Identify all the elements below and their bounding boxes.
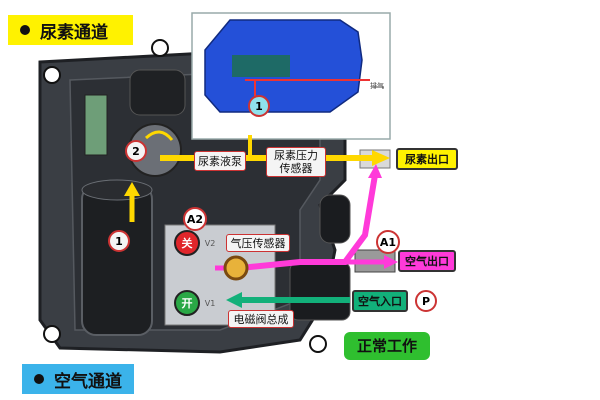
pipe-connector [319,194,351,244]
label-air-outlet: 空气出口 [398,250,456,272]
legend-bullet-icon [20,25,30,35]
inset-exhaust-tag: 排气 [370,81,384,90]
valve-v1-on-icon: 开 [174,290,200,316]
marker-a1: A1 [376,230,400,254]
label-pump: 尿素液泵 [194,151,246,171]
valve-v2-tag: V2 [204,238,216,248]
status-badge: 正常工作 [344,332,430,360]
marker-1-inset: 1 [248,95,270,117]
urea-flow-arrowhead [124,182,140,196]
valve-v2-off-icon: 关 [174,230,200,256]
inset-channel [232,55,290,77]
label-pressure-sensor: 尿素压力 传感器 [266,147,326,177]
legend-bullet-icon [34,374,44,384]
valve-v1-tag: V1 [204,298,216,308]
air-pressure-sensor [223,255,249,281]
label-air-sensor: 气压传感器 [226,234,290,252]
connector-green [84,94,108,156]
urea-filter-cylinder [81,184,153,336]
legend-urea-channel: 尿素通道 [8,15,133,45]
label-urea-outlet: 尿素出口 [396,148,458,170]
cylinder-top [81,179,153,201]
inlet-fitting [289,261,351,321]
label-solenoid: 电磁阀总成 [228,310,294,328]
mount-hole [309,335,327,353]
urea-flow-arc [144,130,174,141]
marker-2: 2 [125,140,147,162]
mount-hole [43,66,61,84]
legend-air-label: 空气通道 [54,371,122,392]
mount-hole [151,39,169,57]
legend-urea-label: 尿素通道 [40,22,108,43]
marker-a2: A2 [183,207,207,231]
mount-hole [43,325,61,343]
marker-p: P [415,290,437,312]
label-air-inlet: 空气入口 [352,290,408,312]
urea-flow-arrowhead [372,150,390,166]
marker-1-main: 1 [108,230,130,252]
air-flow-arrowhead [368,164,382,178]
inlet-flow-arrowhead [226,292,242,308]
air-flow-arrowhead [384,255,398,269]
motor-housing [129,69,186,116]
legend-air-channel: 空气通道 [22,364,134,394]
